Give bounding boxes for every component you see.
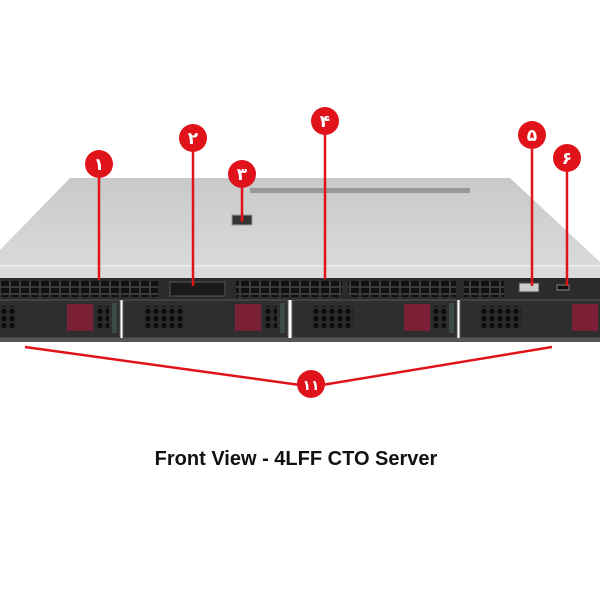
drive-release-latch bbox=[404, 304, 430, 331]
callout-label: ۵ bbox=[527, 126, 537, 146]
drive-vent-small bbox=[263, 306, 277, 328]
vent-left bbox=[0, 281, 158, 297]
callout-label: ۳ bbox=[237, 165, 248, 185]
drive-bay[interactable] bbox=[122, 299, 289, 339]
drive-led bbox=[449, 303, 454, 333]
drive-vent bbox=[312, 306, 354, 328]
callout-label: ۲ bbox=[188, 129, 199, 149]
callout-label: ۱ bbox=[94, 155, 104, 175]
usb-port[interactable] bbox=[518, 282, 540, 293]
callout-lines bbox=[24, 128, 569, 387]
diagram-caption: Front View - 4LFF CTO Server bbox=[154, 448, 438, 470]
drive-release-latch bbox=[572, 304, 598, 331]
callout-marker-5: ۵ bbox=[518, 121, 546, 149]
drive-led bbox=[280, 303, 285, 333]
callout-label: ۴ bbox=[320, 112, 330, 132]
drive-vent bbox=[143, 306, 185, 328]
callout-label: ۶ bbox=[562, 149, 572, 169]
serial-label-pull-tab[interactable] bbox=[169, 281, 226, 297]
callout-marker-6: ۶ bbox=[553, 144, 581, 172]
callout-line-11b bbox=[321, 345, 553, 387]
bezel-bottom bbox=[0, 338, 600, 342]
drive-vent bbox=[480, 306, 522, 328]
chassis-top bbox=[0, 178, 600, 278]
micro-port[interactable] bbox=[556, 284, 570, 291]
callout-line-11a bbox=[24, 345, 301, 387]
callout-marker-4: ۴ bbox=[311, 107, 339, 135]
drive-release-latch bbox=[235, 304, 261, 331]
drive-bay[interactable] bbox=[291, 299, 458, 339]
callout-marker-1: ۱ bbox=[85, 150, 113, 178]
drive-vent-small bbox=[95, 306, 109, 328]
vent-center-left bbox=[236, 281, 342, 297]
drive-vent bbox=[0, 306, 17, 328]
callout-label: ۱۱ bbox=[302, 378, 319, 394]
drive-bay[interactable] bbox=[0, 299, 121, 339]
vent-center-right bbox=[348, 281, 456, 297]
vent-right bbox=[464, 281, 504, 297]
drive-led bbox=[112, 303, 117, 333]
callout-marker-2: ۲ bbox=[179, 124, 207, 152]
drive-vent-small bbox=[432, 306, 446, 328]
drive-release-latch bbox=[67, 304, 93, 331]
callout-marker-11: ۱۱ bbox=[297, 370, 325, 398]
callout-marker-3: ۳ bbox=[228, 160, 256, 188]
drive-bay[interactable] bbox=[459, 299, 600, 339]
top-vents bbox=[250, 188, 470, 193]
